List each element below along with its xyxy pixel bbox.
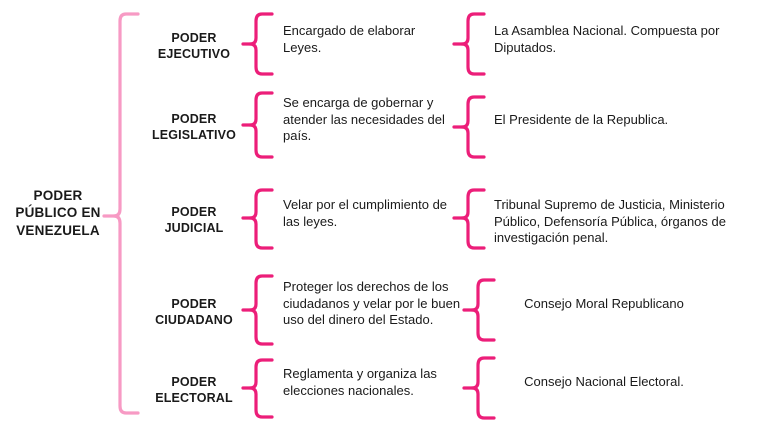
description-ejecutivo: Encargado de elaborar Leyes. [283, 23, 416, 55]
branch-label-line-2: LEGISLATIVO [151, 128, 237, 142]
branch-brace-judicial-icon [241, 188, 274, 250]
root-label-line-3: VENEZUELA [16, 222, 100, 238]
branch-label-ciudadano: PODER CIUDADANO [142, 296, 246, 328]
organ-electoral: Consejo Nacional Electoral. [524, 374, 684, 389]
organ-ejecutivo: La Asamblea Nacional. Compuesta por Dipu… [494, 23, 720, 55]
branch-label-line-1: PODER [171, 297, 217, 311]
branch-label-line-1: PODER [171, 375, 217, 389]
branch-label-line-2: ELECTORAL [155, 391, 233, 405]
branch-label-electoral: PODER ELECTORAL [142, 374, 246, 406]
organ-brace-electoral-icon [462, 356, 496, 420]
root-label-line-2: PÚBLICO EN [15, 205, 101, 221]
description-electoral: Reglamenta y organiza las elecciones nac… [283, 366, 437, 398]
branch-label-line-1: PODER [171, 31, 217, 45]
branch-brace-ejecutivo-icon [241, 12, 274, 76]
organ-brace-legislativo-icon [452, 95, 486, 159]
organ-brace-ejecutivo-icon [452, 12, 486, 76]
branch-label-ejecutivo: PODER EJECUTIVO [142, 30, 246, 62]
organ-legislativo: El Presidente de la Republica. [494, 112, 669, 127]
branch-brace-legislativo-icon [241, 91, 274, 159]
description-legislativo: Se encarga de gobernar y atender las nec… [283, 95, 445, 144]
branch-label-line-1: PODER [171, 112, 217, 126]
organ-judicial: Tribunal Supremo de Justicia, Ministerio… [494, 197, 726, 246]
organ-brace-judicial-icon [452, 188, 486, 250]
branch-label-line-2: JUDICIAL [164, 221, 224, 235]
root-label-line-1: PODER [33, 188, 83, 203]
branch-label-line-2: CIUDADANO [155, 313, 233, 327]
branch-label-judicial: PODER JUDICIAL [142, 204, 246, 236]
branch-brace-electoral-icon [241, 358, 274, 419]
branch-label-legislativo: PODER LEGISLATIVO [142, 111, 246, 143]
root-node-label: PODER PÚBLICO EN VENEZUELA [0, 187, 116, 239]
branch-label-line-2: EJECUTIVO [157, 47, 231, 61]
description-ciudadano: Proteger los derechos de los ciudadanos … [283, 279, 461, 328]
branch-brace-ciudadano-icon [241, 274, 274, 346]
organ-ciudadano: Consejo Moral Republicano [524, 296, 684, 311]
branch-label-line-1: PODER [171, 205, 217, 219]
description-judicial: Velar por el cumplimiento de las leyes. [283, 197, 448, 229]
